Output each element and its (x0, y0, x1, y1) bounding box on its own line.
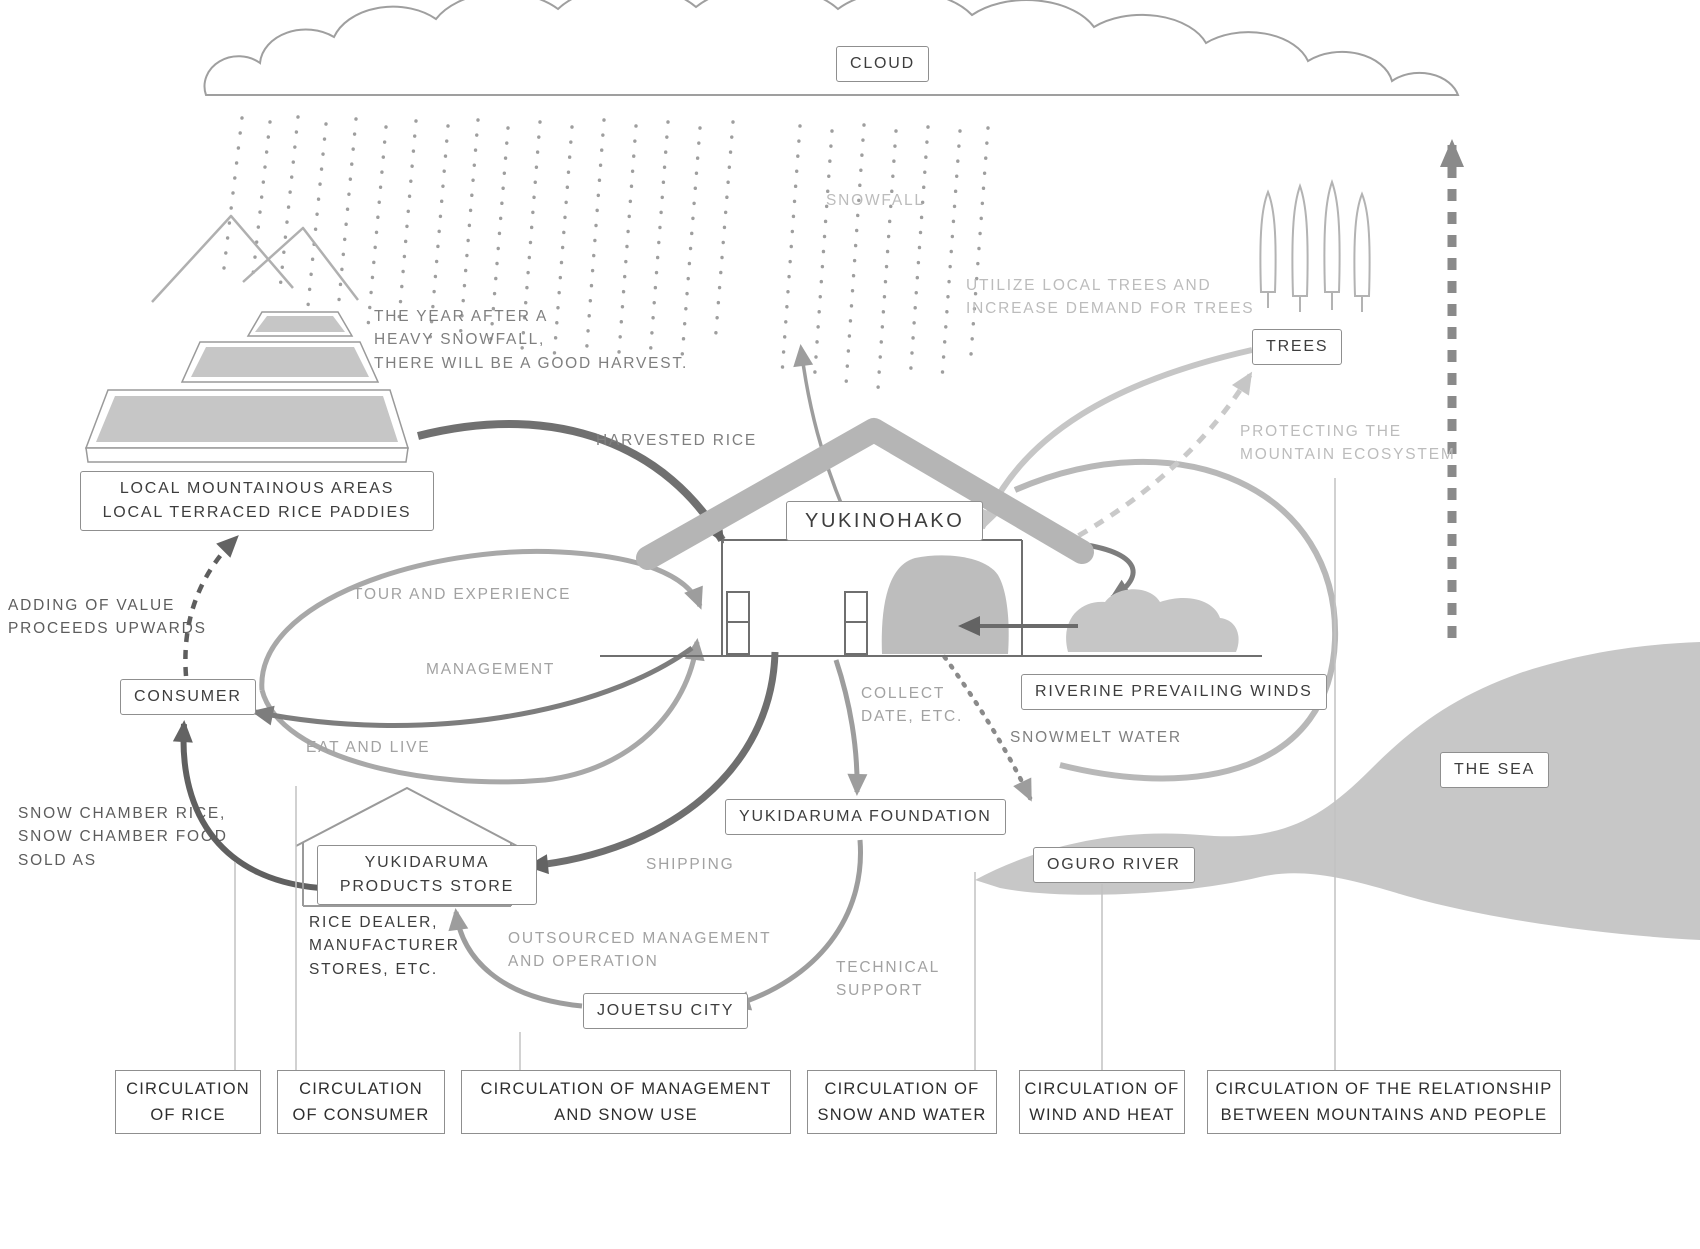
eat-live-label: EAT AND LIVE (306, 739, 431, 756)
harvest-note-label: THE YEAR AFTER A HEAVY SNOWFALL, THERE W… (374, 308, 689, 372)
legend-connector-lines (234, 478, 1336, 1070)
snowfall-dots (222, 115, 990, 391)
adding-value-label: ADDING OF VALUE PROCEEDS UPWARDS (8, 597, 207, 638)
legend-circulation-wind-heat: CIRCULATION OF WIND AND HEAT (1019, 1070, 1185, 1134)
harvested-rice-arrow (417, 420, 726, 544)
tour-loop-upper-arrow (259, 548, 703, 691)
legend-circulation-rice: CIRCULATION OF RICE (115, 1070, 261, 1134)
the-sea-node: THE SEA (1440, 752, 1550, 788)
rice-dealer-label: RICE DEALER, MANUFACTURER STORES, ETC. (309, 914, 460, 978)
technical-support-label: TECHNICAL SUPPORT (836, 959, 941, 1000)
consumer-node: CONSUMER (120, 679, 256, 715)
outsourced-label: OUTSOURCED MANAGEMENT AND OPERATION (508, 930, 772, 971)
paddies-node: LOCAL MOUNTAINOUS AREAS LOCAL TERRACED R… (80, 471, 434, 531)
legend-circulation-mountains-people: CIRCULATION OF THE RELATIONSHIP BETWEEN … (1207, 1070, 1561, 1134)
outsourced-arrow (448, 908, 583, 1009)
snow-mound-shape (881, 555, 1009, 654)
trees-node: TREES (1252, 329, 1343, 365)
products-store-node: YUKIDARUMA PRODUCTS STORE (317, 845, 537, 905)
jouetsu-city-node: JOUETSU CITY (583, 993, 749, 1029)
snowfall-label: SNOWFALL (826, 192, 925, 209)
rice-paddies-icon (84, 311, 410, 463)
snow-chamber-label: SNOW CHAMBER RICE, SNOW CHAMBER FOOD SOL… (18, 805, 228, 869)
management-label: MANAGEMENT (426, 661, 556, 678)
tour-experience-label: TOUR AND EXPERIENCE (353, 586, 572, 603)
legend-circulation-snow-water: CIRCULATION OF SNOW AND WATER (807, 1070, 997, 1134)
utilize-trees-label: UTILIZE LOCAL TREES AND INCREASE DEMAND … (966, 277, 1255, 318)
shipping-label: SHIPPING (646, 856, 735, 873)
management-loop-lower-arrow (259, 638, 705, 785)
adding-value-arrow (183, 535, 239, 677)
cloud-node: CLOUD (836, 46, 930, 82)
protect-ecosystem-label: PROTECTING THE MOUNTAIN ECOSYSTEM (1240, 423, 1456, 464)
legend-circulation-management: CIRCULATION OF MANAGEMENT AND SNOW USE (461, 1070, 791, 1134)
updraft-arrow (793, 344, 850, 521)
eat-live-arrow (251, 645, 694, 728)
mountains-icon (151, 214, 359, 303)
collect-data-label: COLLECT DATE, ETC. (861, 685, 964, 726)
trees-to-house-arrow (979, 347, 1253, 532)
legend-circulation-consumer: CIRCULATION OF CONSUMER (277, 1070, 445, 1134)
snowmelt-arrow (935, 645, 1033, 802)
snowmelt-label: SNOWMELT WATER (1010, 729, 1182, 746)
sold-as-arrow (172, 720, 321, 891)
shipping-arrow (526, 651, 779, 875)
harvested-rice-label: HARVESTED RICE (596, 432, 757, 449)
oguro-river-node: OGURO RIVER (1033, 847, 1195, 883)
circulation-arrows (172, 344, 1339, 1011)
foundation-node: YUKIDARUMA FOUNDATION (725, 799, 1006, 835)
yukinohako-node: YUKINOHAKO (786, 501, 984, 541)
technical-support-arrow (728, 839, 863, 1011)
protect-ecosystem-arrow (1060, 371, 1253, 548)
trees-icon (1259, 178, 1371, 312)
yukinohako-house-icon (600, 418, 1262, 657)
wind-blob-shape (1066, 589, 1239, 652)
collect-data-arrow (833, 659, 868, 796)
riverine-winds-node: RIVERINE PREVAILING WINDS (1021, 674, 1327, 710)
cloud-shape (203, 0, 1460, 96)
